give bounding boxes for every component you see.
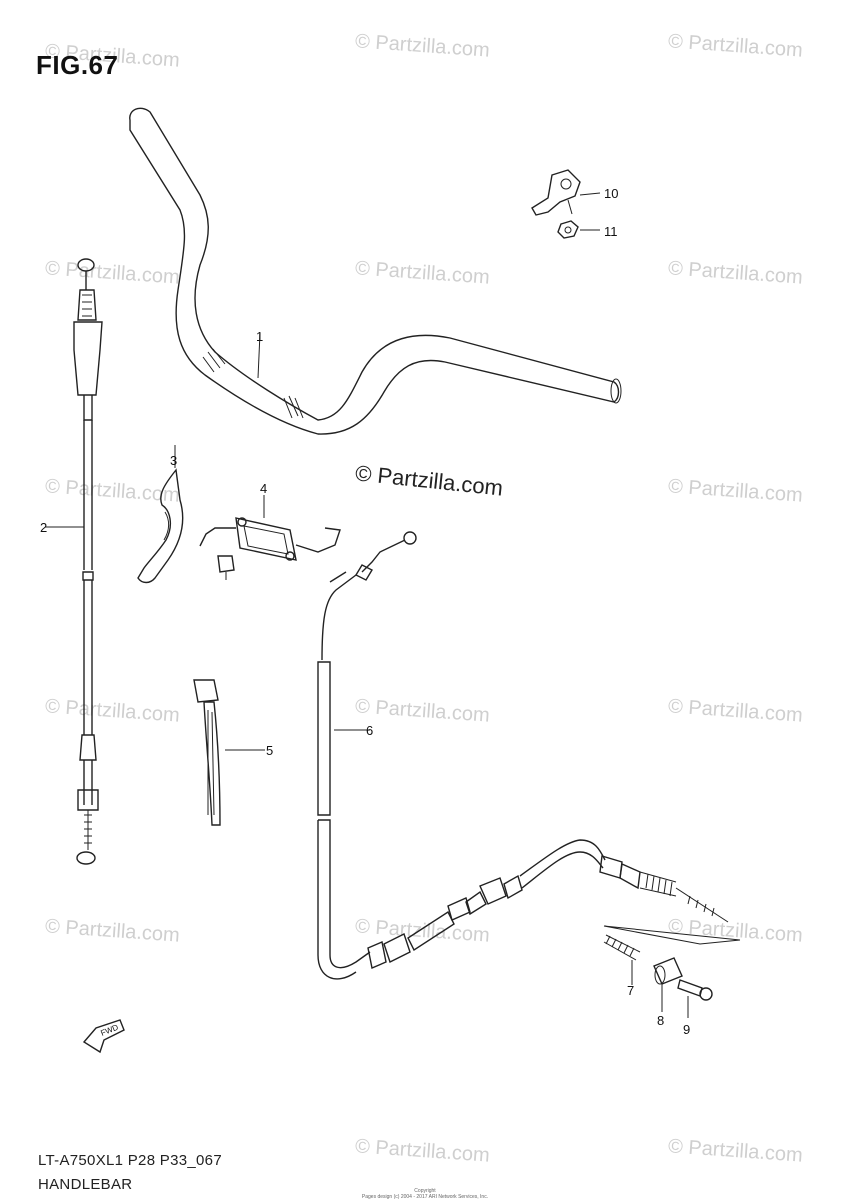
section-name: HANDLEBAR [38,1176,133,1193]
callout-4[interactable]: 4 [260,481,267,496]
brake-cable-part[interactable] [317,531,729,980]
callout-1[interactable]: 1 [256,329,263,344]
callout-2[interactable]: 2 [40,520,47,535]
lever-holder-part[interactable] [531,169,601,216]
fwd-label: FWD [99,1023,119,1038]
callout-3[interactable]: 3 [170,453,177,468]
callout-6[interactable]: 6 [366,723,373,738]
joint-part[interactable] [653,957,683,1012]
throttle-cable-part[interactable] [45,258,103,865]
callout-11[interactable]: 11 [604,224,618,239]
leader-lines [603,925,741,945]
callout-8[interactable]: 8 [657,1013,664,1028]
figure-title: FIG.67 [36,50,119,80]
nut-part[interactable] [557,220,600,239]
callout-7[interactable]: 7 [627,983,634,998]
copyright-line-1: Copyright [414,1188,436,1194]
cable-tie-part[interactable] [193,679,265,826]
fwd-arrow-icon: FWD [82,1019,125,1054]
callout-10[interactable]: 10 [604,186,618,201]
model-code: LT-A750XL1 P28 P33_067 [38,1152,222,1169]
copyright-notice: Copyright Pages design (c) 2004 - 2017 A… [300,1188,550,1200]
clip-part[interactable] [137,445,184,584]
pin-part[interactable] [677,979,713,1018]
callout-9[interactable]: 9 [683,1022,690,1037]
spring-part[interactable] [603,934,641,985]
bracket-part[interactable] [199,495,341,580]
handlebar-part[interactable] [129,107,622,435]
copyright-line-2: Pages design (c) 2004 - 2017 ARI Network… [361,1194,489,1200]
callout-5[interactable]: 5 [266,743,273,758]
